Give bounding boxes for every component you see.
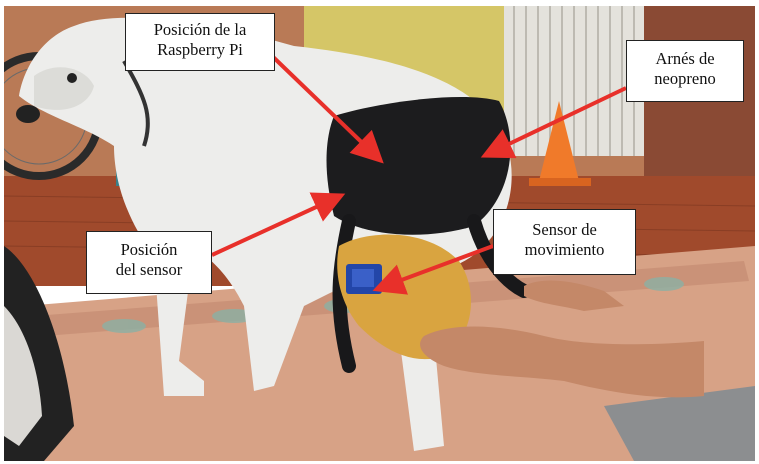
callout-sensor-movimiento-line2: movimiento xyxy=(524,240,605,259)
callout-raspberry-pi: Posición de la Raspberry Pi xyxy=(125,13,275,71)
callout-sensor-movimiento-line1: Sensor de xyxy=(532,220,597,239)
callout-posicion-sensor: Posición del sensor xyxy=(86,231,212,294)
callout-posicion-sensor-line1: Posición xyxy=(120,240,178,259)
callout-raspberry-pi-line1: Posición de la xyxy=(153,20,247,39)
callout-arnes-line1: Arnés de xyxy=(655,49,715,68)
radiator xyxy=(504,6,644,156)
neoprene-harness xyxy=(326,96,511,235)
callout-arnes-line2: neopreno xyxy=(654,69,716,88)
callout-sensor-movimiento: Sensor de movimiento xyxy=(493,209,636,275)
callout-arnes: Arnés de neopreno xyxy=(626,40,744,102)
callout-posicion-sensor-line2: del sensor xyxy=(115,260,183,279)
human-hands xyxy=(420,280,704,398)
dog-collar xyxy=(122,60,150,147)
rug-border-pattern xyxy=(604,386,755,461)
callout-raspberry-pi-line2: Raspberry Pi xyxy=(157,40,243,59)
dog-nose xyxy=(16,105,40,123)
